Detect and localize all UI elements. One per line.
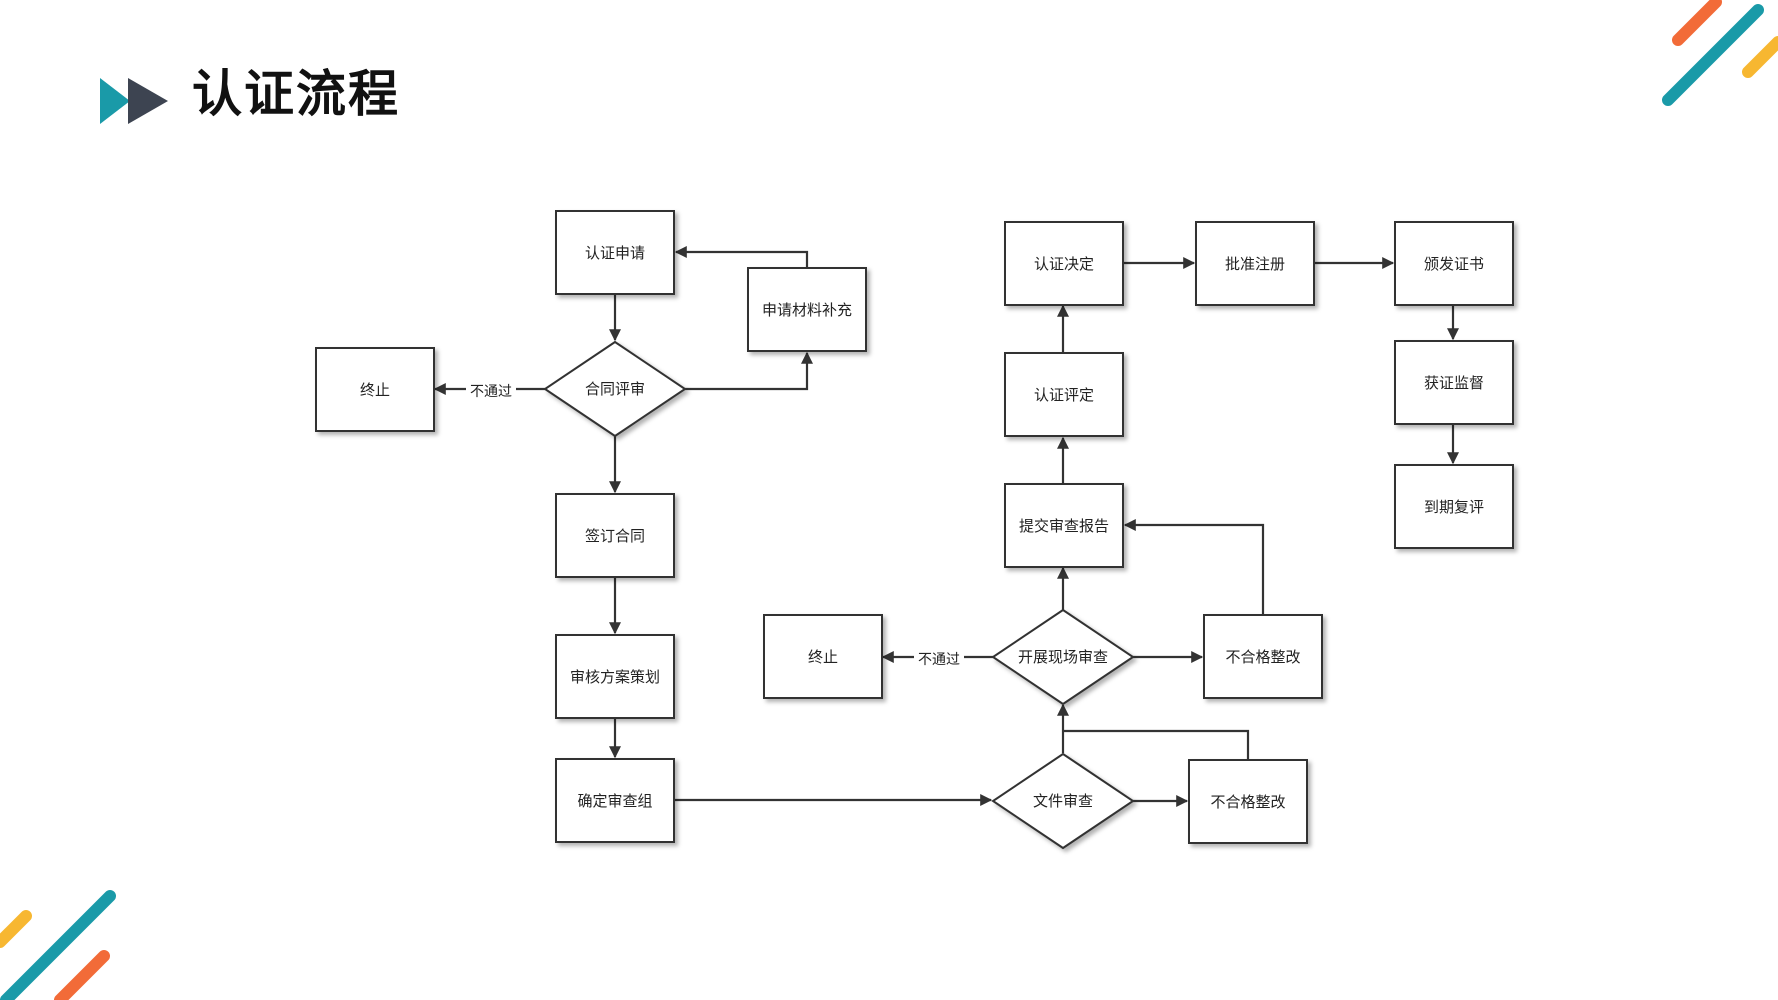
edges xyxy=(433,246,1459,807)
node-terminate-1: 终止 xyxy=(315,347,435,432)
node-label: 颁发证书 xyxy=(1424,255,1484,273)
double-chevron-icon xyxy=(100,78,168,124)
node-label: 合同评审 xyxy=(585,380,645,398)
node-label: 确定审查组 xyxy=(577,792,652,810)
node-label: 到期复评 xyxy=(1424,498,1484,516)
node-issue: 颁发证书 xyxy=(1394,221,1514,306)
node-sign-contract: 签订合同 xyxy=(555,493,675,578)
diagonal-stripes-decoration xyxy=(1662,0,1778,106)
node-label: 开展现场审查 xyxy=(1018,648,1108,666)
edge-review-to-supplement xyxy=(685,351,813,391)
node-label: 文件审查 xyxy=(1033,792,1093,810)
node-evaluate: 认证评定 xyxy=(1004,352,1124,437)
node-label: 获证监督 xyxy=(1424,374,1484,392)
node-rectify-2: 不合格整改 xyxy=(1188,759,1308,844)
node-label: 认证评定 xyxy=(1034,386,1094,404)
node-terminate-2: 终止 xyxy=(763,614,883,699)
node-label: 提交审查报告 xyxy=(1019,517,1109,535)
node-supervise: 获证监督 xyxy=(1394,340,1514,425)
node-label: 审核方案策划 xyxy=(570,668,660,686)
node-label: 认证决定 xyxy=(1034,255,1094,273)
edge-label-text: 不通过 xyxy=(918,652,960,668)
node-label: 终止 xyxy=(360,381,390,399)
node-decision: 认证决定 xyxy=(1004,221,1124,306)
node-renewal: 到期复评 xyxy=(1394,464,1514,549)
edge-label-reject-2: 不通过 xyxy=(914,648,964,668)
node-onsite-review: 开展现场审查 xyxy=(991,608,1135,706)
node-audit-plan: 审核方案策划 xyxy=(555,634,675,719)
node-doc-review: 文件审查 xyxy=(991,752,1135,850)
node-contract-review: 合同评审 xyxy=(543,340,687,438)
edge-supplement-to-apply xyxy=(674,246,809,268)
node-rectify-1: 不合格整改 xyxy=(1203,614,1323,699)
edge-label-reject-1: 不通过 xyxy=(466,380,516,400)
edge-rectify-to-report xyxy=(1123,519,1265,614)
node-audit-team: 确定审查组 xyxy=(555,758,675,843)
node-apply: 认证申请 xyxy=(555,210,675,295)
diagonal-stripes-decoration xyxy=(0,890,116,1000)
node-label: 批准注册 xyxy=(1225,255,1285,273)
node-label: 认证申请 xyxy=(585,244,645,262)
page-title: 认证流程 xyxy=(192,65,400,123)
node-supplement: 申请材料补充 xyxy=(747,267,867,352)
node-label: 签订合同 xyxy=(585,527,645,545)
node-label: 申请材料补充 xyxy=(762,301,852,319)
edge-rectify-to-onsite xyxy=(1063,729,1250,759)
node-label: 终止 xyxy=(808,648,838,666)
node-label: 不合格整改 xyxy=(1225,648,1300,666)
edge-label-text: 不通过 xyxy=(470,384,512,400)
node-label: 不合格整改 xyxy=(1210,793,1285,811)
node-approve: 批准注册 xyxy=(1195,221,1315,306)
node-submit-report: 提交审查报告 xyxy=(1004,483,1124,568)
